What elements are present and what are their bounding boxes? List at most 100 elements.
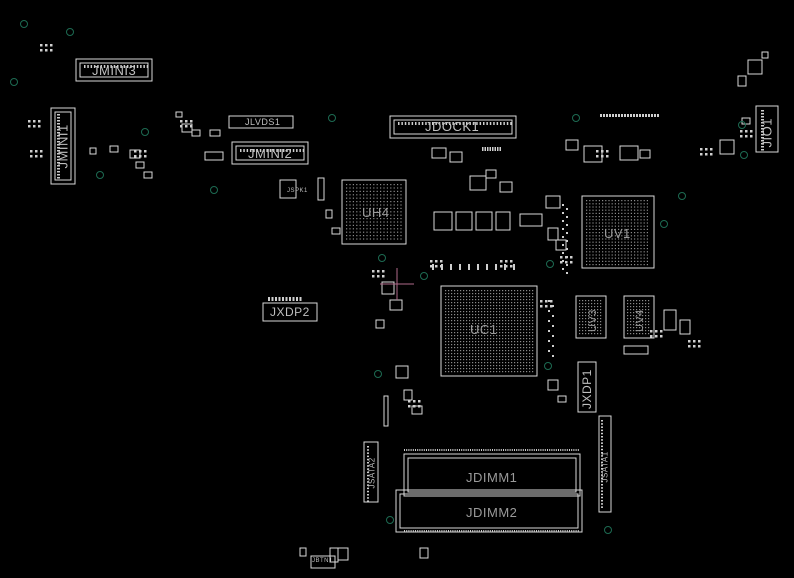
- pad: [180, 120, 183, 123]
- ball: [646, 254, 648, 256]
- via-holes: [10, 20, 748, 534]
- ball: [505, 332, 507, 334]
- ball: [642, 303, 644, 305]
- ball: [636, 300, 638, 302]
- pad: [483, 122, 485, 125]
- ball: [448, 317, 450, 319]
- ball: [478, 350, 480, 352]
- pad: [601, 448, 603, 451]
- pad: [430, 449, 432, 451]
- pad: [450, 530, 452, 532]
- ball: [602, 228, 604, 230]
- ball: [605, 264, 607, 266]
- pad: [57, 144, 60, 146]
- ball: [472, 335, 474, 337]
- ball: [493, 356, 495, 358]
- ball: [386, 211, 388, 213]
- ball: [532, 371, 534, 373]
- ball: [526, 335, 528, 337]
- ball: [595, 228, 597, 230]
- ball: [588, 312, 590, 314]
- ball: [598, 209, 600, 211]
- ball: [393, 238, 395, 240]
- ball: [493, 338, 495, 340]
- ball: [579, 327, 581, 329]
- ball: [630, 212, 632, 214]
- pad: [500, 265, 503, 268]
- pad: [514, 449, 515, 451]
- label-jsata1: JSATA1: [600, 451, 610, 483]
- ball: [451, 368, 453, 370]
- ball: [502, 368, 504, 370]
- ball: [400, 235, 402, 237]
- ball: [463, 362, 465, 364]
- ball: [496, 356, 498, 358]
- ball: [460, 338, 462, 340]
- ball: [586, 206, 588, 208]
- pad: [601, 436, 603, 438]
- pad: [566, 208, 568, 210]
- jsata1-outline: [598, 415, 612, 513]
- ball: [605, 257, 607, 259]
- small-component: [135, 161, 145, 169]
- ball: [469, 308, 471, 310]
- pad: [278, 297, 281, 301]
- ball: [493, 308, 495, 310]
- ball: [454, 302, 456, 304]
- ball: [349, 211, 351, 213]
- ball: [594, 309, 596, 311]
- ball: [445, 338, 447, 340]
- jio1-outline: [755, 105, 779, 153]
- ball: [627, 235, 629, 237]
- ball: [645, 303, 647, 305]
- pad: [596, 150, 599, 153]
- ball: [359, 224, 361, 226]
- ball: [514, 359, 516, 361]
- ball: [445, 344, 447, 346]
- ball: [400, 231, 402, 233]
- pad: [57, 162, 60, 164]
- ball: [597, 312, 599, 314]
- ball: [520, 308, 522, 310]
- pad: [463, 449, 465, 451]
- ball: [598, 200, 600, 202]
- label-jio1: JIO1: [759, 118, 775, 148]
- ball: [605, 244, 607, 246]
- ball: [621, 219, 623, 221]
- ball: [496, 329, 498, 331]
- ball: [642, 327, 644, 329]
- ball: [592, 260, 594, 262]
- ball: [457, 368, 459, 370]
- ball: [605, 254, 607, 256]
- ball: [466, 296, 468, 298]
- ball: [588, 303, 590, 305]
- ball: [643, 212, 645, 214]
- ball: [505, 314, 507, 316]
- ball: [588, 306, 590, 308]
- pad: [495, 264, 497, 270]
- ball: [642, 306, 644, 308]
- pad: [417, 530, 419, 532]
- ball: [602, 219, 604, 221]
- pad: [529, 530, 531, 532]
- pad: [468, 264, 470, 270]
- label-jmini1: JMINI1: [55, 124, 71, 169]
- ball: [454, 362, 456, 364]
- pad: [573, 530, 575, 532]
- ball: [532, 332, 534, 334]
- ball: [493, 350, 495, 352]
- ball: [472, 338, 474, 340]
- ball: [359, 207, 361, 209]
- ball: [349, 228, 351, 230]
- ball: [585, 300, 587, 302]
- ball: [363, 235, 365, 237]
- ball: [526, 305, 528, 307]
- ball: [349, 204, 351, 206]
- uv4-bga: [627, 300, 650, 335]
- via: [678, 192, 686, 200]
- ball: [457, 326, 459, 328]
- outline: [393, 119, 513, 135]
- ball: [499, 341, 501, 343]
- ball: [642, 300, 644, 302]
- pad: [143, 65, 145, 68]
